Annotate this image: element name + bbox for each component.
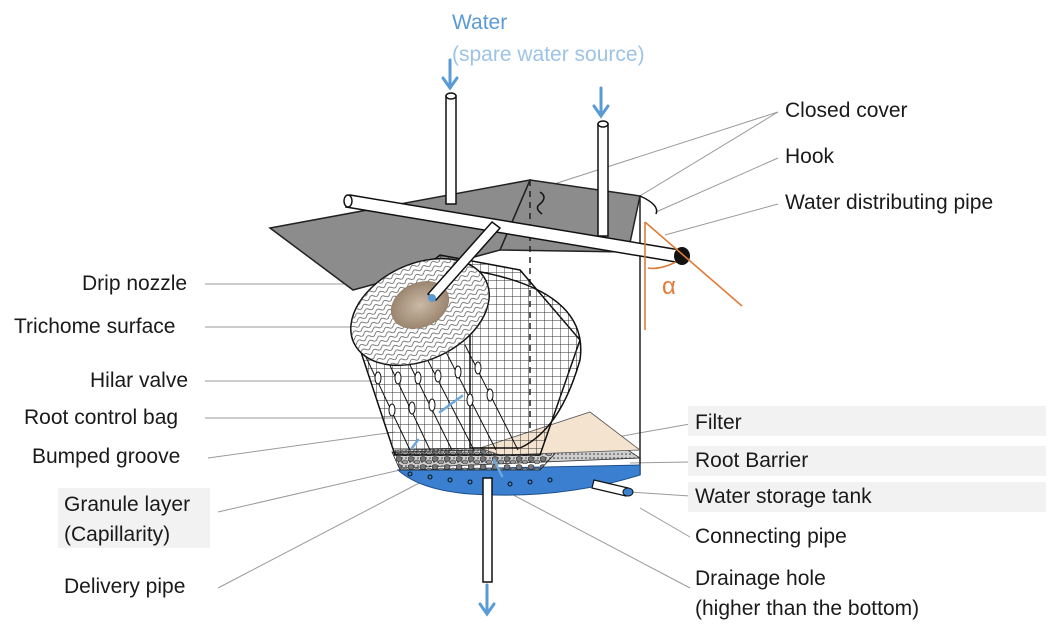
closed-cover-label: Closed cover — [785, 99, 908, 122]
alpha-label: α — [662, 273, 676, 300]
granule-label-background — [58, 488, 210, 548]
delivery-pipe-label: Delivery pipe — [64, 575, 186, 598]
water-distributing-pipe-label: Water distributing pipe — [785, 191, 994, 214]
drainage-hole-note-label: (higher than the bottom) — [695, 597, 920, 620]
angle-alpha-marks — [644, 221, 743, 330]
root-barrier-label: Root Barrier — [695, 449, 809, 472]
trichome-surface — [350, 257, 490, 367]
water-label: Water — [452, 11, 508, 34]
delivery-pipe — [482, 477, 493, 583]
hook — [536, 191, 658, 215]
bumped-groove — [407, 471, 553, 487]
root-control-bag-label: Root control bag — [24, 406, 179, 429]
connecting-pipe — [591, 479, 634, 497]
trichome-surface-label: Trichome surface — [14, 315, 176, 338]
hilar-valve-label: Hilar valve — [90, 369, 189, 392]
water-storage-tank — [396, 464, 641, 496]
filter-label-background — [688, 406, 1046, 436]
spare-water-source-label: (spare water source) — [452, 43, 645, 66]
drip-nozzle-label: Drip nozzle — [82, 272, 188, 295]
water-storage-tank-label: Water storage tank — [695, 485, 872, 508]
hook-label: Hook — [785, 145, 835, 168]
inlet-pipes — [445, 92, 609, 237]
internal-flow-arrows — [410, 394, 504, 478]
connecting-pipe-label: Connecting pipe — [695, 525, 847, 548]
water-arrows — [441, 58, 610, 617]
bumped-groove-label: Bumped groove — [32, 445, 181, 468]
leader-lines — [205, 111, 779, 589]
capillarity-label: (Capillarity) — [64, 523, 171, 546]
drip-nozzle — [426, 220, 502, 302]
water-storage-tank-label-background — [688, 482, 1046, 512]
drainage-hole-label: Drainage hole — [695, 567, 826, 590]
granule-layer-label: Granule layer — [64, 493, 191, 516]
filter-label: Filter — [695, 411, 742, 434]
root-barrier-label-background — [688, 446, 1046, 476]
